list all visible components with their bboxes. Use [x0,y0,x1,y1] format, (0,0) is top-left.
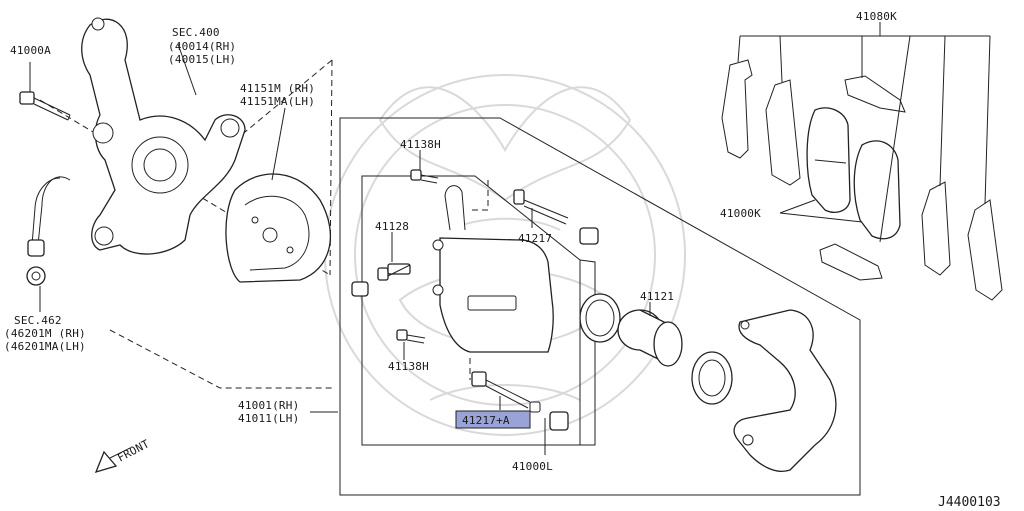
label-41138h-top: 41138H [400,138,441,151]
label-41121: 41121 [640,290,674,303]
steering-knuckle [81,17,246,255]
brake-hose [26,176,71,286]
label-41138h-bottom: 41138H [388,360,429,373]
label-41000k: 41000K [720,207,761,220]
highlight-box-41217a [455,410,531,429]
pad-clip-lower [819,243,883,281]
label-41151m-1: 41151M (RH) [240,82,315,95]
label-sec400-2: (40014(RH) [168,40,236,53]
brake-pad-inner [806,107,851,213]
guide-pin-41128 [351,263,411,297]
diagram-code: J4400103 [938,495,1001,510]
label-41000a: 41000A [10,44,51,57]
label-41128: 41128 [375,220,409,233]
pin-41217a [471,371,569,431]
front-direction-arrow-icon [94,447,131,474]
label-sec462-3: (46201MA(LH) [4,340,86,353]
label-41000l: 41000L [512,460,553,473]
label-41151m-2: 41151MA(LH) [240,95,315,108]
dust-shield [225,173,332,283]
pad-shim-3 [921,181,951,276]
piston-boot [691,351,733,405]
piston-41121 [617,309,683,367]
piston-seal [579,293,621,343]
label-sec400-3: (40015(LH) [168,53,236,66]
label-front: FRONT [115,437,151,465]
bolt-41138h-top [410,169,439,184]
label-41001-rh: 41001(RH) [238,399,299,412]
bolt-41000a [19,91,71,121]
label-sec400-1: SEC.400 [172,26,220,39]
pin-41217 [513,189,599,245]
label-41217a: 41217+A [462,414,510,427]
caliper-body [432,185,554,353]
inner-assembly-frame [361,175,581,446]
pad-clip-upper [844,75,906,113]
pad-shim-1 [721,59,753,159]
pad-shim-2 [765,79,801,186]
pad-shim-4 [967,199,1003,301]
brake-pad-outer [853,140,901,240]
label-41217: 41217 [518,232,552,245]
caliper-bracket [733,309,837,472]
label-41080k: 41080K [856,10,897,23]
label-sec462-1: SEC.462 [14,314,62,327]
label-sec462-2: (46201M (RH) [4,327,86,340]
label-41011-lh: 41011(LH) [238,412,299,425]
caliper-assembly-frame [339,117,861,496]
bolt-41138h-bottom [396,329,426,344]
